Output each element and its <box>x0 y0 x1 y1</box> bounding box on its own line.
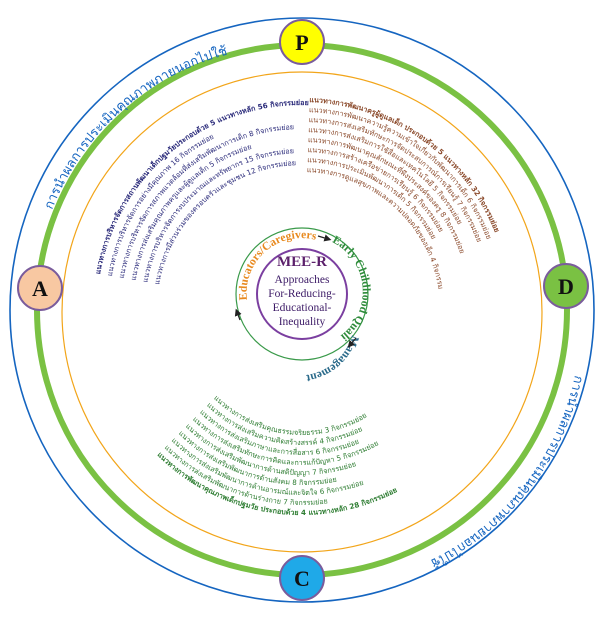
node-p-circle[interactable] <box>279 19 325 65</box>
center-title: MEE-R <box>277 254 327 270</box>
node-p-label: P <box>295 30 308 55</box>
center-outer-ring <box>235 227 369 361</box>
center-line-2: For-Reducing- <box>268 288 336 300</box>
ring-arrow-left <box>234 308 242 321</box>
center-inner-ring <box>256 248 348 340</box>
quality-line: แนวทางการส่งเสริมคุณธรรมจริยธรรม 3 กิจกร… <box>212 393 368 437</box>
node-a-circle[interactable] <box>17 265 63 311</box>
node-a[interactable]: A <box>17 265 63 311</box>
outer-text-bottom-right: การนำผลการประเมินคุณภาพภายนอกไปใช้ <box>428 374 586 570</box>
center-line-4: Inequality <box>279 316 326 328</box>
node-c-circle[interactable] <box>279 555 325 601</box>
ring-arrow-right <box>347 337 357 348</box>
node-c[interactable]: C <box>279 555 325 601</box>
quality-approaches-group: แนวทางการพัฒนาคุณภาพเด็กปฐมวัย ประกอบด้ว… <box>156 393 399 517</box>
center-line-3: Educational- <box>273 302 332 314</box>
ring-arrow-top <box>317 234 332 242</box>
node-c-label: C <box>294 566 310 591</box>
outer-boundary-ring <box>9 17 595 603</box>
caregiver-approaches-group: แนวทางการพัฒนาครูผู้ดูแลเด็ก ประกอบด้วย … <box>0 0 502 290</box>
node-d-label: D <box>558 274 574 299</box>
center-line-1: Approaches <box>275 274 330 286</box>
inner-orange-ring <box>61 71 543 553</box>
node-a-label: A <box>32 276 48 301</box>
node-d[interactable]: D <box>543 263 589 309</box>
node-p[interactable]: P <box>279 19 325 65</box>
node-d-circle[interactable] <box>543 263 589 309</box>
